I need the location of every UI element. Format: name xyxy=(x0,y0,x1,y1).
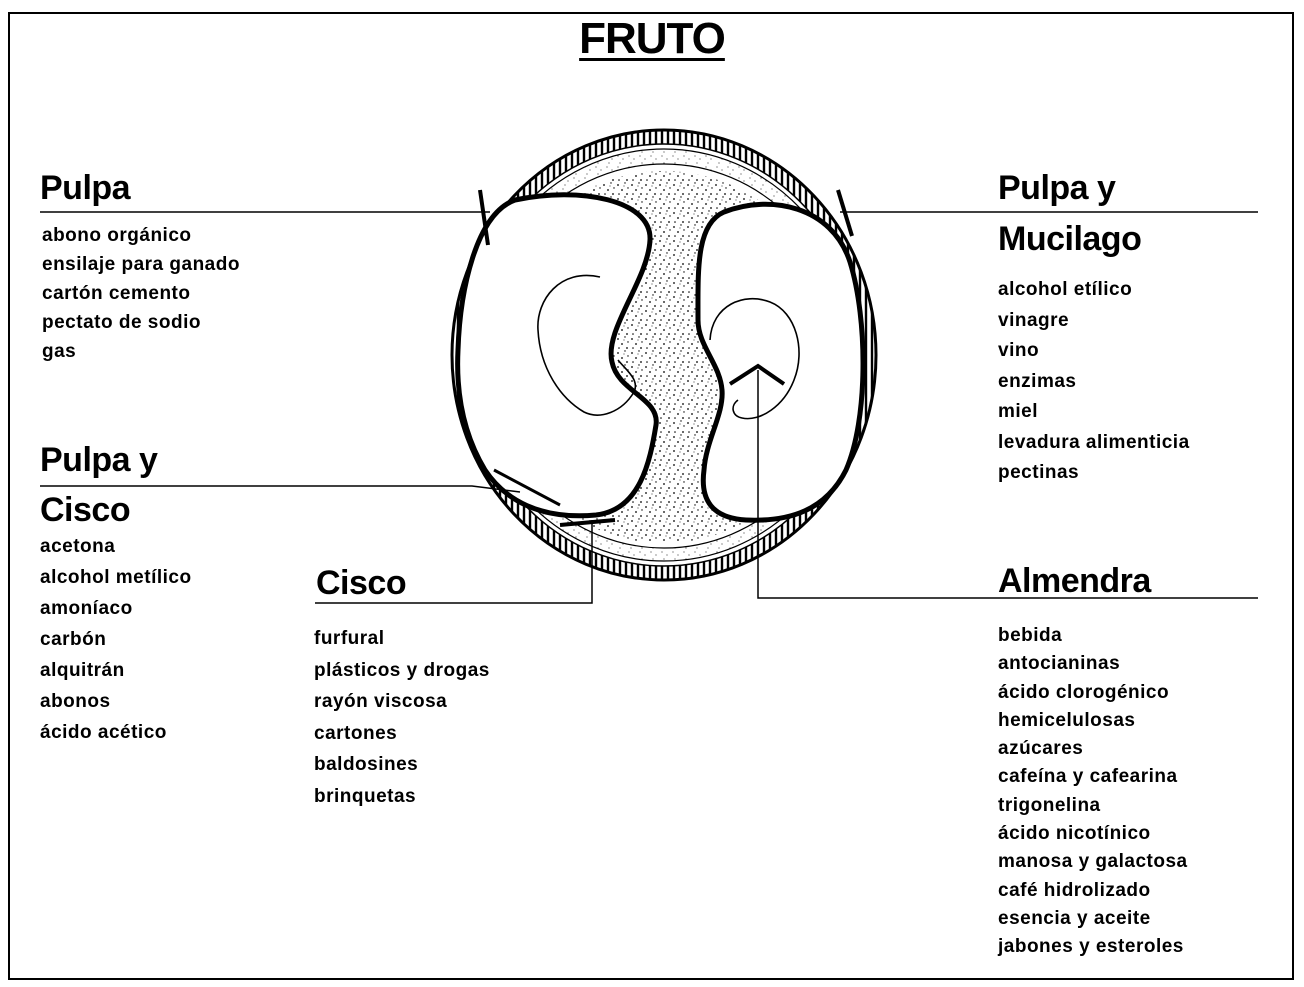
list-item: miel xyxy=(998,397,1190,428)
list-item: jabones y esteroles xyxy=(998,933,1188,961)
list-item: pectinas xyxy=(998,458,1190,489)
pulpa-uses-list: abono orgánico ensilaje para ganado cart… xyxy=(42,221,240,366)
list-item: café hidrolizado xyxy=(998,877,1188,905)
list-item: antocianinas xyxy=(998,650,1188,678)
list-item: bebida xyxy=(998,622,1188,650)
almendra-heading: Almendra xyxy=(998,563,1151,599)
list-item: vino xyxy=(998,336,1190,367)
list-item: baldosines xyxy=(314,749,490,781)
list-item: enzimas xyxy=(998,367,1190,398)
list-item: gas xyxy=(42,337,240,366)
list-item: alquitrán xyxy=(40,655,192,686)
list-item: abonos xyxy=(40,686,192,717)
pulpa-mucilago-uses-list: alcohol etílico vinagre vino enzimas mie… xyxy=(998,275,1190,489)
list-item: acetona xyxy=(40,531,192,562)
pulpa-mucilago-heading-line1: Pulpa y xyxy=(998,170,1115,206)
list-item: brinquetas xyxy=(314,781,490,813)
list-item: trigonelina xyxy=(998,792,1188,820)
list-item: levadura alimenticia xyxy=(998,428,1190,459)
list-item: pectato de sodio xyxy=(42,308,240,337)
list-item: cafeína y cafearina xyxy=(998,763,1188,791)
list-item: plásticos y drogas xyxy=(314,655,490,687)
list-item: carbón xyxy=(40,624,192,655)
right-bean xyxy=(698,204,863,520)
list-item: azúcares xyxy=(998,735,1188,763)
pulpa-cisco-heading-line1: Pulpa y xyxy=(40,442,157,478)
list-item: rayón viscosa xyxy=(314,686,490,718)
list-item: manosa y galactosa xyxy=(998,848,1188,876)
list-item: furfural xyxy=(314,623,490,655)
pulpa-cisco-heading-line2: Cisco xyxy=(40,492,130,528)
list-item: ácido nicotínico xyxy=(998,820,1188,848)
list-item: cartones xyxy=(314,718,490,750)
list-item: ensilaje para ganado xyxy=(42,250,240,279)
list-item: esencia y aceite xyxy=(998,905,1188,933)
list-item: ácido clorogénico xyxy=(998,679,1188,707)
list-item: amoníaco xyxy=(40,593,192,624)
pulpa-heading: Pulpa xyxy=(40,170,130,206)
list-item: alcohol metílico xyxy=(40,562,192,593)
pulpa-mucilago-heading-line2: Mucilago xyxy=(998,221,1141,257)
cisco-heading: Cisco xyxy=(316,565,406,601)
list-item: hemicelulosas xyxy=(998,707,1188,735)
cisco-uses-list: furfural plásticos y drogas rayón viscos… xyxy=(314,623,490,812)
list-item: vinagre xyxy=(998,306,1190,337)
list-item: cartón cemento xyxy=(42,279,240,308)
almendra-uses-list: bebida antocianinas ácido clorogénico he… xyxy=(998,622,1188,962)
list-item: alcohol etílico xyxy=(998,275,1190,306)
list-item: ácido acético xyxy=(40,717,192,748)
pulpa-cisco-uses-list: acetona alcohol metílico amoníaco carbón… xyxy=(40,531,192,748)
list-item: abono orgánico xyxy=(42,221,240,250)
